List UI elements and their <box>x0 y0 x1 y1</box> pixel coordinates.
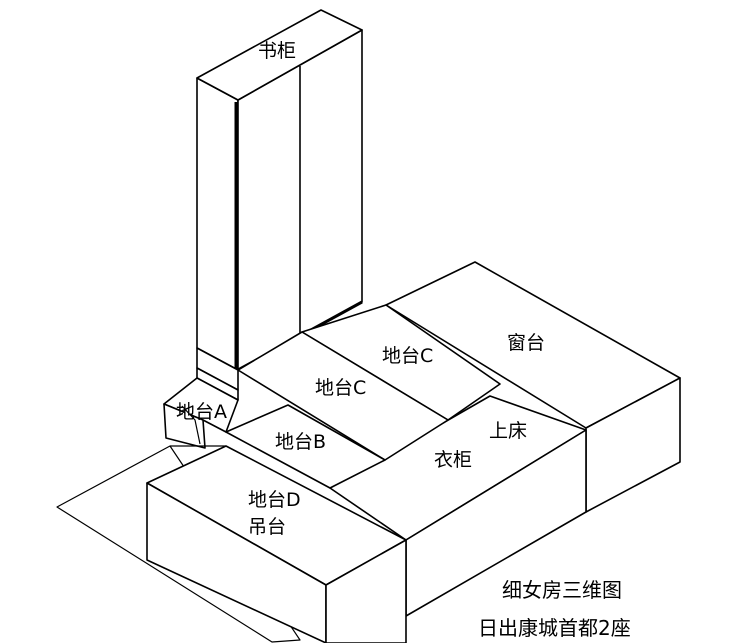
bookcase-top <box>196 9 363 101</box>
platform-a-door-arc <box>181 405 201 445</box>
label-platform-b: 地台B <box>275 431 326 453</box>
platform-b-top <box>225 404 386 489</box>
label-upper-bed: 上床 <box>489 420 527 442</box>
label-hanging-cabinet: 吊台 <box>248 516 286 538</box>
label-platform-d: 地台D <box>248 489 301 511</box>
label-window-sill: 窗台 <box>507 332 545 354</box>
label-wardrobe: 衣柜 <box>434 449 472 471</box>
label-platform-a: 地台A <box>176 401 227 423</box>
label-platform-c-back: 地台C <box>382 345 433 367</box>
platform-d-left <box>146 482 327 643</box>
bookcase-side <box>196 77 239 371</box>
label-bookcase: 书柜 <box>258 40 296 62</box>
label-platform-c-front: 地台C <box>315 377 366 399</box>
caption-subtitle: 日出康城首都2座 <box>478 616 631 640</box>
platform-d-front <box>325 539 407 643</box>
platform-c-front-top <box>237 331 449 461</box>
caption-title: 细女房三维图 <box>502 578 622 602</box>
